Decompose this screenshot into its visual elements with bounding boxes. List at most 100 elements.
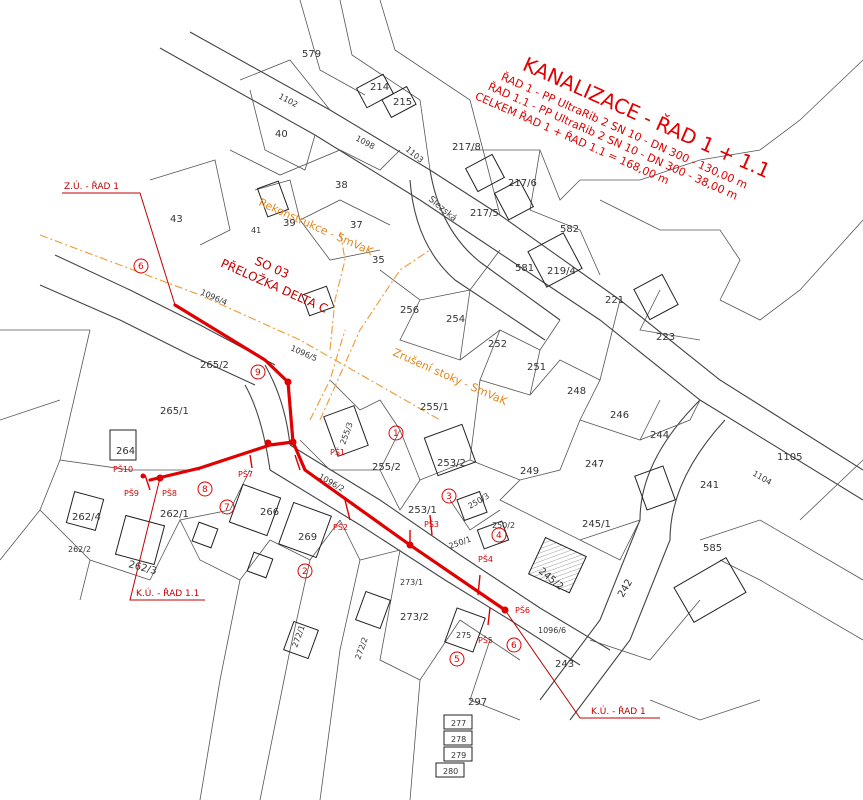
- parcel-246: 246: [610, 410, 629, 421]
- title-block: KANALIZACE - ŘAD 1 + 1.1 ŘAD 1 - PP Ultr…: [473, 52, 774, 203]
- parcel-35: 35: [372, 255, 385, 266]
- mh-ps2: PŠ2: [333, 521, 348, 532]
- parcel-1102: 1102: [277, 92, 299, 110]
- parcel-581: 581: [515, 263, 534, 274]
- parcel-262-4: 262/4: [72, 512, 101, 523]
- parcel-38: 38: [335, 180, 348, 191]
- mh-ps10: PŠ10: [113, 463, 133, 474]
- parcel-252: 252: [488, 339, 507, 350]
- parcel-253-1: 253/1: [408, 505, 437, 516]
- parcel-253-2: 253/2: [437, 458, 466, 469]
- parcel-1103: 1103: [404, 145, 425, 165]
- parcel-264: 264: [116, 446, 135, 457]
- parcel-241: 241: [700, 480, 719, 491]
- manholes: [140, 378, 509, 614]
- parcel-275: 275: [456, 631, 471, 640]
- parcel-250-2: 250/2: [492, 521, 515, 530]
- street-slezska: Slezská: [426, 195, 458, 224]
- mh-ps9: PŠ9: [124, 487, 139, 498]
- parcel-39: 39: [283, 218, 296, 229]
- parcel-41: 41: [251, 226, 261, 235]
- parcel-219-4: 219/4: [547, 266, 576, 277]
- parcel-582: 582: [560, 224, 579, 235]
- parcel-262-2: 262/2: [68, 545, 91, 554]
- title-line-1: ŘAD 1 - PP UltraRib 2 SN 10 - DN 300 - 1…: [499, 71, 749, 192]
- parcel-1105: 1105: [777, 452, 802, 463]
- parcel-223: 223: [656, 332, 675, 343]
- parcel-1096-4: 1096/4: [199, 288, 228, 308]
- parcel-280: 280: [443, 767, 458, 776]
- label-zruseni: Zrušení stoky - SmVaK: [391, 346, 510, 408]
- mh-ps1: PŠ1: [330, 446, 345, 457]
- buildings: [65, 73, 747, 778]
- leader-lines: [62, 192, 660, 719]
- parcel-1098: 1098: [354, 134, 376, 152]
- parcel-265-2: 265/2: [200, 360, 229, 371]
- parcel-255-2: 255/2: [372, 462, 401, 473]
- parcel-243: 243: [555, 659, 574, 670]
- parcel-244: 244: [650, 430, 669, 441]
- sewer-rad-1-1: [148, 440, 295, 482]
- parcel-585: 585: [703, 543, 722, 554]
- circle-3: 3: [446, 492, 452, 502]
- mh-ps7: PŠ7: [238, 468, 253, 479]
- parcel-266: 266: [260, 507, 279, 518]
- parcel-254: 254: [446, 314, 465, 325]
- label-ku-rad-1: K.Ú. - ŘAD 1: [591, 705, 646, 717]
- parcel-1104: 1104: [751, 469, 773, 487]
- parcel-247: 247: [585, 459, 604, 470]
- parcel-1096-6: 1096/6: [538, 626, 566, 635]
- parcel-272-2: 272/2: [353, 636, 369, 661]
- parcel-278: 278: [451, 735, 466, 744]
- label-ku-rad-1-1: K.Ú. - ŘAD 1.1: [136, 587, 199, 599]
- parcel-262-3: 262/3: [127, 559, 158, 577]
- parcel-277: 277: [451, 719, 466, 728]
- parcel-242: 242: [616, 577, 635, 599]
- circled-numbers: 1 2 3 4 5 6 6 7 8 9: [133, 258, 522, 667]
- parcel-579: 579: [302, 49, 321, 60]
- circle-2: 2: [302, 567, 308, 577]
- mh-ps8: PŠ8: [162, 487, 177, 498]
- parcel-1096-5: 1096/5: [289, 344, 318, 364]
- parcel-265-1: 265/1: [160, 406, 189, 417]
- so-label: SO 03 PŘELOŽKA DELTA C: [219, 254, 331, 316]
- label-zu-rad-1: Z.Ú. - ŘAD 1: [64, 180, 119, 192]
- circle-6b: 6: [511, 641, 517, 651]
- parcel-217-5: 217/5: [470, 208, 499, 219]
- parcel-221: 221: [605, 295, 624, 306]
- parcel-273-2: 273/2: [400, 612, 429, 623]
- mh-ps4: PŠ4: [478, 553, 493, 564]
- parcel-37: 37: [350, 220, 363, 231]
- circle-6a: 6: [138, 262, 144, 272]
- parcel-273-1: 273/1: [400, 578, 423, 587]
- circle-9: 9: [255, 368, 261, 378]
- parcel-217-6: 217/6: [508, 178, 537, 189]
- smvak-pipes: [39, 229, 441, 421]
- parcel-255-1: 255/1: [420, 402, 449, 413]
- circle-8: 8: [202, 485, 208, 495]
- parcel-269: 269: [298, 532, 317, 543]
- parcel-214: 214: [370, 82, 389, 93]
- circle-7: 7: [224, 503, 230, 513]
- mh-ps5: PŠ5: [478, 634, 493, 645]
- parcel-279: 279: [451, 751, 466, 760]
- parcel-215: 215: [393, 97, 412, 108]
- parcel-248: 248: [567, 386, 586, 397]
- parcel-250-3: 250/3: [467, 491, 491, 510]
- parcel-255-3: 255/3: [338, 421, 354, 446]
- parcel-250-1: 250/1: [448, 535, 473, 551]
- parcel-251: 251: [527, 362, 546, 373]
- parcel-297: 297: [468, 697, 487, 708]
- parcel-217-8: 217/8: [452, 142, 481, 153]
- mh-ps6: PŠ6: [515, 604, 530, 615]
- parcel-43: 43: [170, 214, 183, 225]
- mh-ps3: PŠ3: [424, 518, 439, 529]
- parcel-40: 40: [275, 129, 288, 140]
- parcel-245-1: 245/1: [582, 519, 611, 530]
- parcel-249: 249: [520, 466, 539, 477]
- parcel-272-1: 272/1: [290, 624, 306, 649]
- circle-5: 5: [454, 655, 460, 665]
- circle-4: 4: [496, 531, 502, 541]
